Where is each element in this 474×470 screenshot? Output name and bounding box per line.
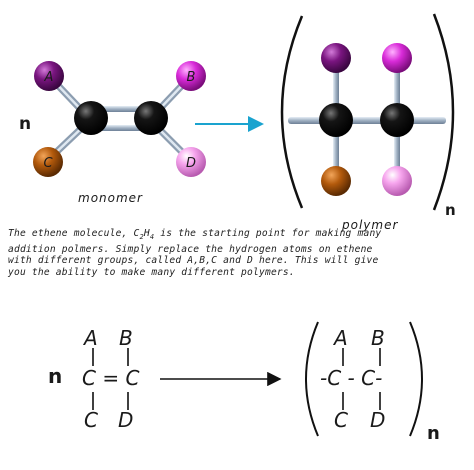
polymer-atom-d [382, 166, 412, 196]
double-bond-lower [92, 125, 150, 131]
eq-right-bracket [409, 321, 423, 437]
atom-d-letter: D [186, 156, 196, 171]
description-paragraph: The ethene molecule, C2H4 is the startin… [8, 228, 470, 278]
eq-left-d: D [118, 408, 134, 432]
polymer-subscript-n: n [445, 201, 456, 219]
eq-left-b: B [119, 326, 133, 350]
monomer-caption: monomer [78, 191, 143, 205]
atom-a-letter: A [44, 70, 54, 85]
carbon-atom-2 [134, 101, 168, 135]
polymer-caption: polymer [342, 218, 399, 232]
atom-c [33, 147, 63, 177]
polymer-left-bracket [280, 15, 304, 209]
polymer-backbone [288, 117, 446, 124]
monomer-n-label: n [19, 114, 32, 134]
atom-d [176, 147, 206, 177]
polymer-right-bracket [432, 13, 455, 211]
description-line-4: you the ability to make many different p… [8, 266, 295, 278]
polymer-atom-c [321, 166, 351, 196]
polymer-atom-b [382, 43, 412, 73]
description-line-3: with different groups, called A,B,C and … [8, 255, 379, 267]
double-bond-upper [92, 106, 150, 112]
eq-right-c: C [334, 408, 348, 432]
eq-n-left: n [48, 364, 63, 388]
eq-right-b: B [371, 326, 385, 350]
description-line-2: addition polmers. Simply replace the hyd… [8, 243, 373, 255]
atom-b [176, 61, 206, 91]
eq-right-a: A [334, 326, 348, 350]
eq-right-middle: -C - C- [320, 366, 383, 390]
polymer-model [280, 13, 455, 211]
atom-b-letter: B [187, 70, 196, 85]
monomer-model: A B C D [33, 61, 206, 177]
polymer-carbon-2 [380, 103, 414, 137]
atom-c-letter: C [43, 156, 53, 171]
eq-left-c: C [84, 408, 98, 432]
eq-right-d: D [370, 408, 386, 432]
eq-n-right: n [427, 423, 440, 444]
polymer-atom-a [321, 43, 351, 73]
carbon-atom-1 [74, 101, 108, 135]
eq-left-a: A [84, 326, 98, 350]
eq-left-bracket [305, 321, 319, 437]
atom-a [34, 61, 64, 91]
polymer-carbon-1 [319, 103, 353, 137]
eq-left-middle: C = C [82, 366, 140, 390]
description-line-1: The ethene molecule, C2H4 is the startin… [8, 228, 382, 241]
